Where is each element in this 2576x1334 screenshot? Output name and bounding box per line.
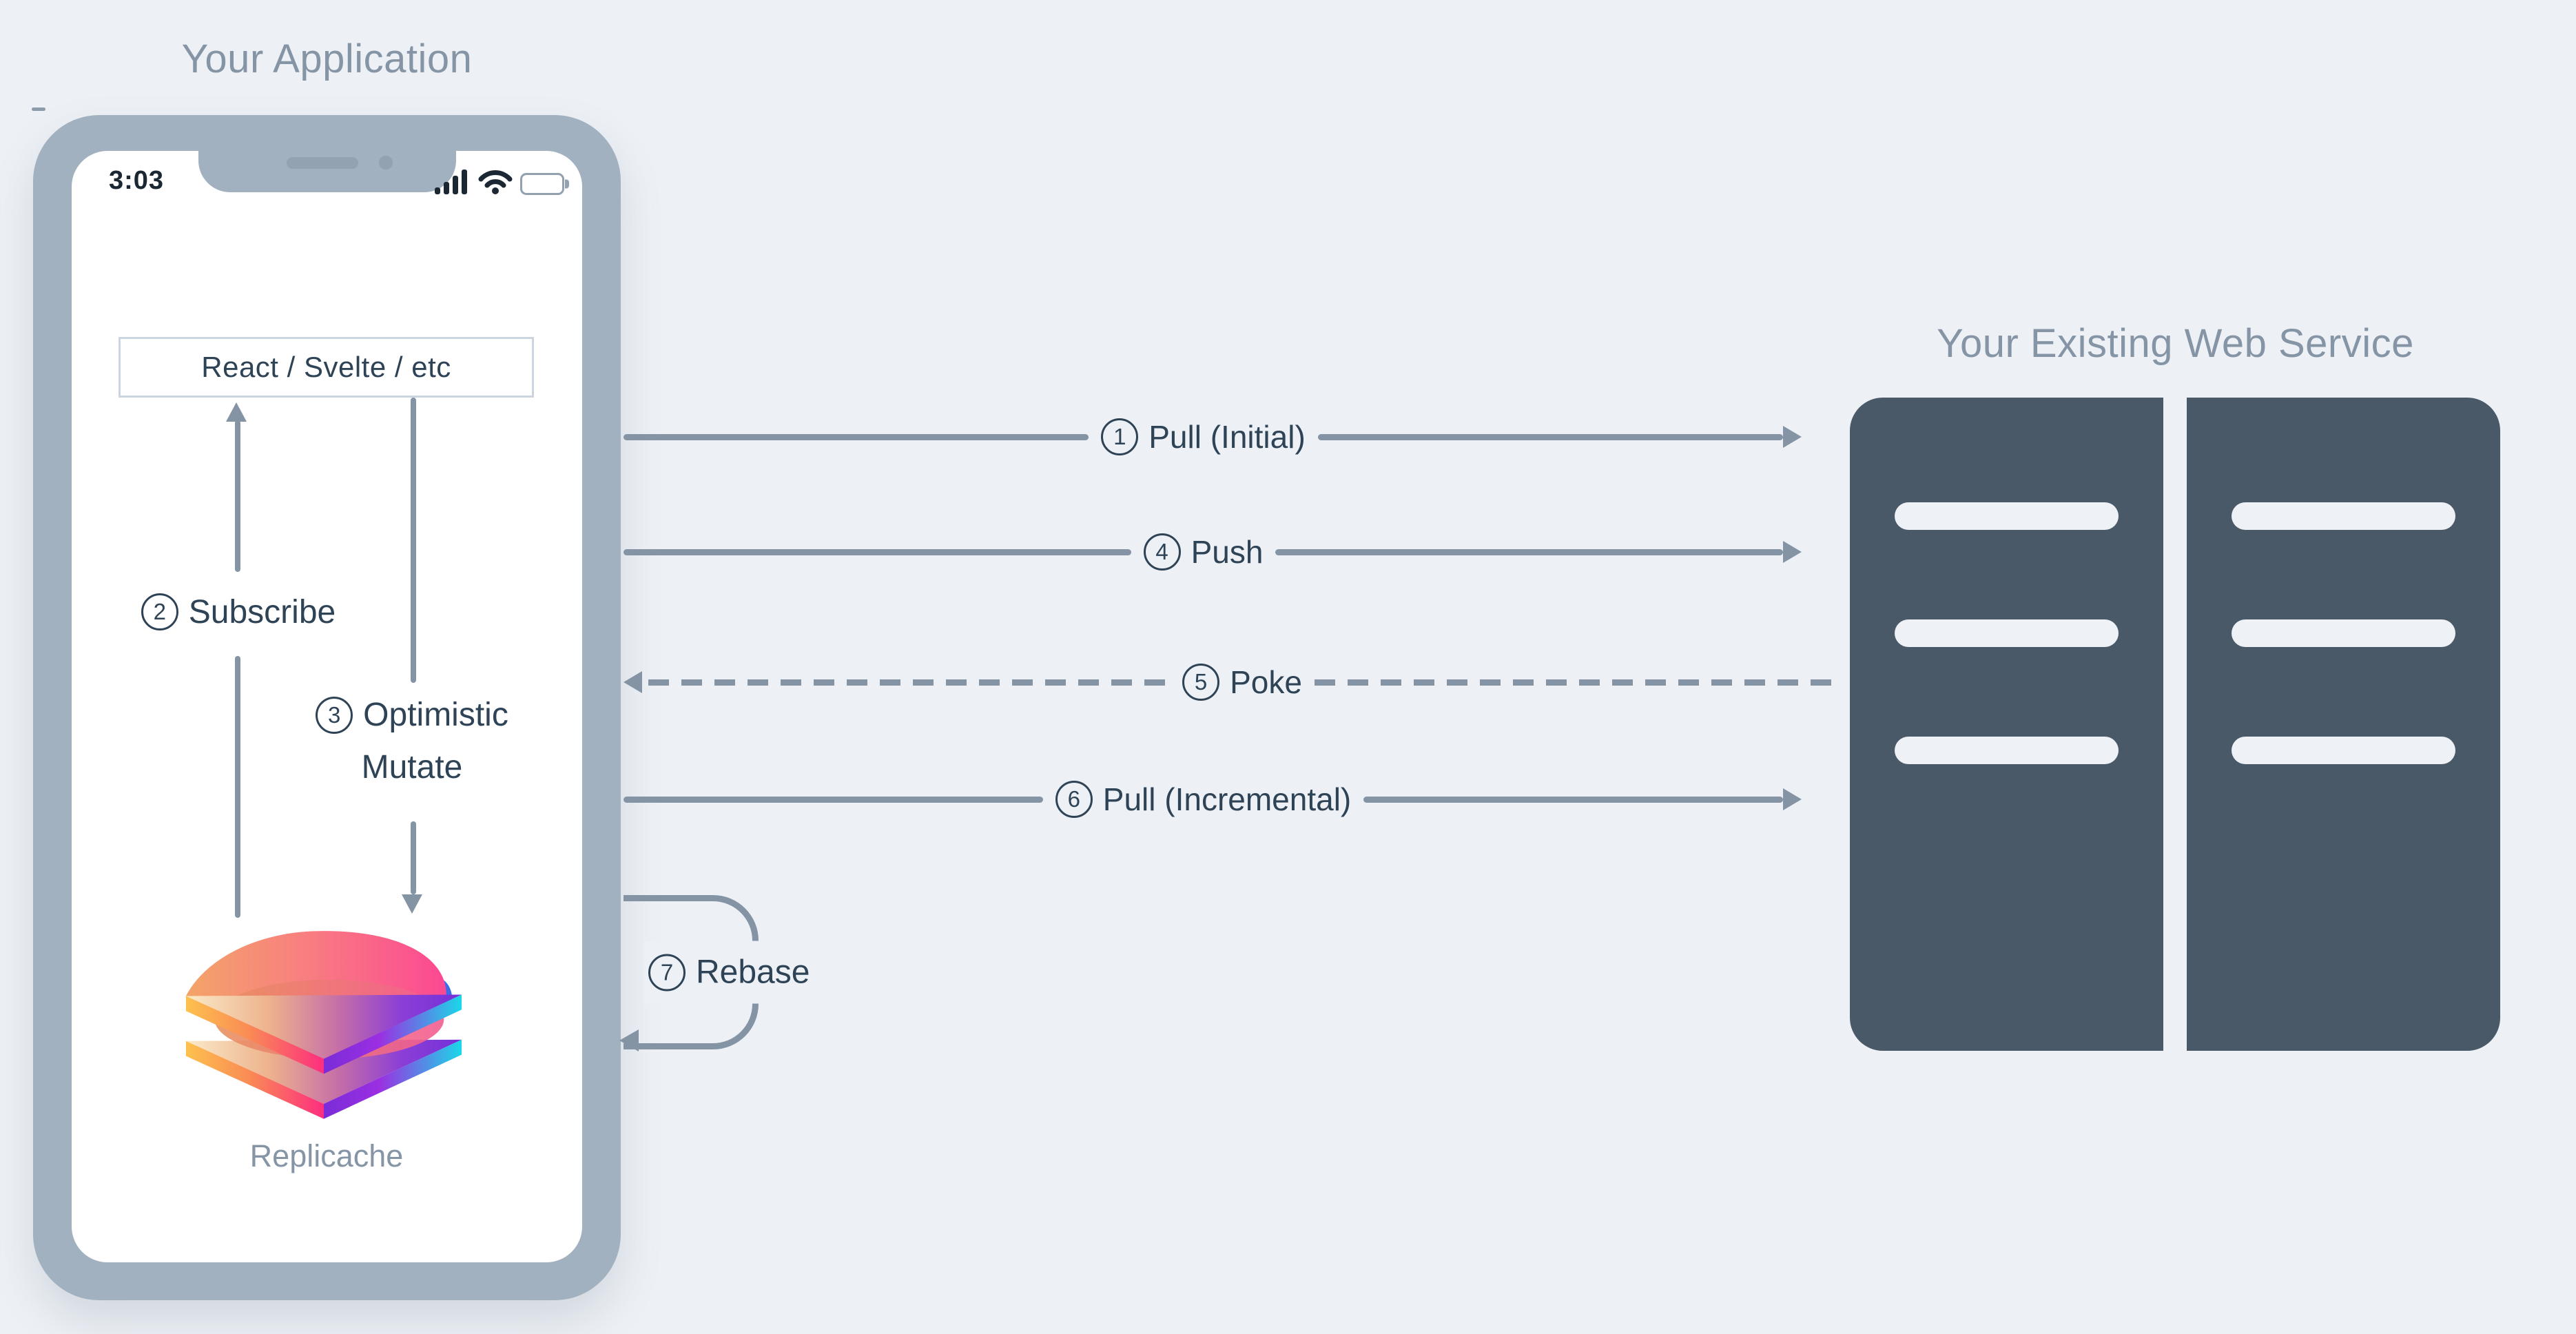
flow-line xyxy=(1363,796,1784,803)
step-number-badge: 1 xyxy=(1101,418,1139,455)
signal-icon xyxy=(435,169,471,198)
arrowhead-left-icon xyxy=(619,1029,639,1051)
status-icons xyxy=(435,169,569,198)
flow-pull-initial: 1 Pull (Initial) xyxy=(624,415,1802,459)
mutate-line xyxy=(411,398,416,683)
step-number-badge: 2 xyxy=(141,593,178,630)
flow-line-dashed xyxy=(1314,679,1837,686)
step-number-badge: 6 xyxy=(1055,781,1093,818)
server-slot xyxy=(1895,619,2119,647)
flow-label: 6 Pull (Incremental) xyxy=(1055,781,1351,818)
mutate-text-line2: Mutate xyxy=(361,749,463,786)
server-slot xyxy=(2232,737,2455,764)
step-number-badge: 5 xyxy=(1182,664,1220,701)
server-rack xyxy=(2187,398,2500,1051)
subscribe-line xyxy=(235,420,240,572)
flow-pull-incremental: 6 Pull (Incremental) xyxy=(624,777,1802,821)
flow-line xyxy=(624,796,1043,803)
subscribe-arrowhead-icon xyxy=(226,402,247,422)
server-slot xyxy=(2232,502,2455,530)
wifi-icon xyxy=(478,169,513,198)
step-number-badge: 4 xyxy=(1143,533,1181,571)
ui-framework-box: React / Svelte / etc xyxy=(119,337,534,398)
flow-label-text: Rebase xyxy=(696,954,810,991)
server-slot xyxy=(1895,502,2119,530)
flow-label-text: Pull (Incremental) xyxy=(1102,781,1352,817)
server-slot xyxy=(1895,737,2119,764)
flow-line xyxy=(1275,548,1784,555)
subscribe-label: 2 Subscribe xyxy=(66,590,411,634)
speaker-icon xyxy=(286,157,358,169)
status-time: 3:03 xyxy=(109,166,165,195)
replicache-logo xyxy=(181,926,467,1130)
step-number-badge: 7 xyxy=(648,954,686,991)
flow-rebase-loop: 7 Rebase xyxy=(619,895,814,1051)
step-number-badge: 3 xyxy=(316,697,353,734)
arrowhead-right-icon xyxy=(1783,788,1802,810)
server-rack xyxy=(1850,398,2163,1051)
arrowhead-left-icon xyxy=(624,671,642,693)
application-title: Your Application xyxy=(181,37,473,81)
mutate-text-line1: Optimistic xyxy=(363,697,508,733)
flow-line xyxy=(624,548,1131,555)
flow-line xyxy=(1317,433,1784,440)
flow-label: 4 Push xyxy=(1143,533,1264,571)
flow-label: 5 Poke xyxy=(1182,664,1302,701)
subscribe-line xyxy=(235,656,240,918)
subscribe-text: Subscribe xyxy=(188,593,336,630)
arrowhead-right-icon xyxy=(1783,426,1802,448)
mutate-arrowhead-icon xyxy=(402,894,422,914)
flow-line xyxy=(624,433,1089,440)
arrowhead-right-icon xyxy=(1783,541,1802,563)
replicache-label: Replicache xyxy=(249,1138,404,1173)
server-slot xyxy=(2232,619,2455,647)
flow-label-text: Poke xyxy=(1230,664,1302,700)
server-title: Your Existing Web Service xyxy=(1937,321,2414,366)
phone-notch xyxy=(198,151,456,192)
battery-icon xyxy=(520,172,569,195)
flow-label: 7 Rebase xyxy=(644,941,814,1004)
stray-dash xyxy=(32,107,45,111)
camera-icon xyxy=(378,156,393,170)
flow-line-dashed xyxy=(648,679,1171,686)
mutate-line xyxy=(411,821,416,894)
flow-label-text: Pull (Initial) xyxy=(1148,419,1306,455)
flow-label: 1 Pull (Initial) xyxy=(1101,418,1306,455)
flow-push: 4 Push xyxy=(624,530,1802,574)
ui-framework-label: React / Svelte / etc xyxy=(201,351,451,383)
flow-poke: 5 Poke xyxy=(624,660,1837,704)
flow-label-text: Push xyxy=(1191,534,1264,570)
optimistic-mutate-label: 3 Optimistic Mutate xyxy=(262,686,562,794)
